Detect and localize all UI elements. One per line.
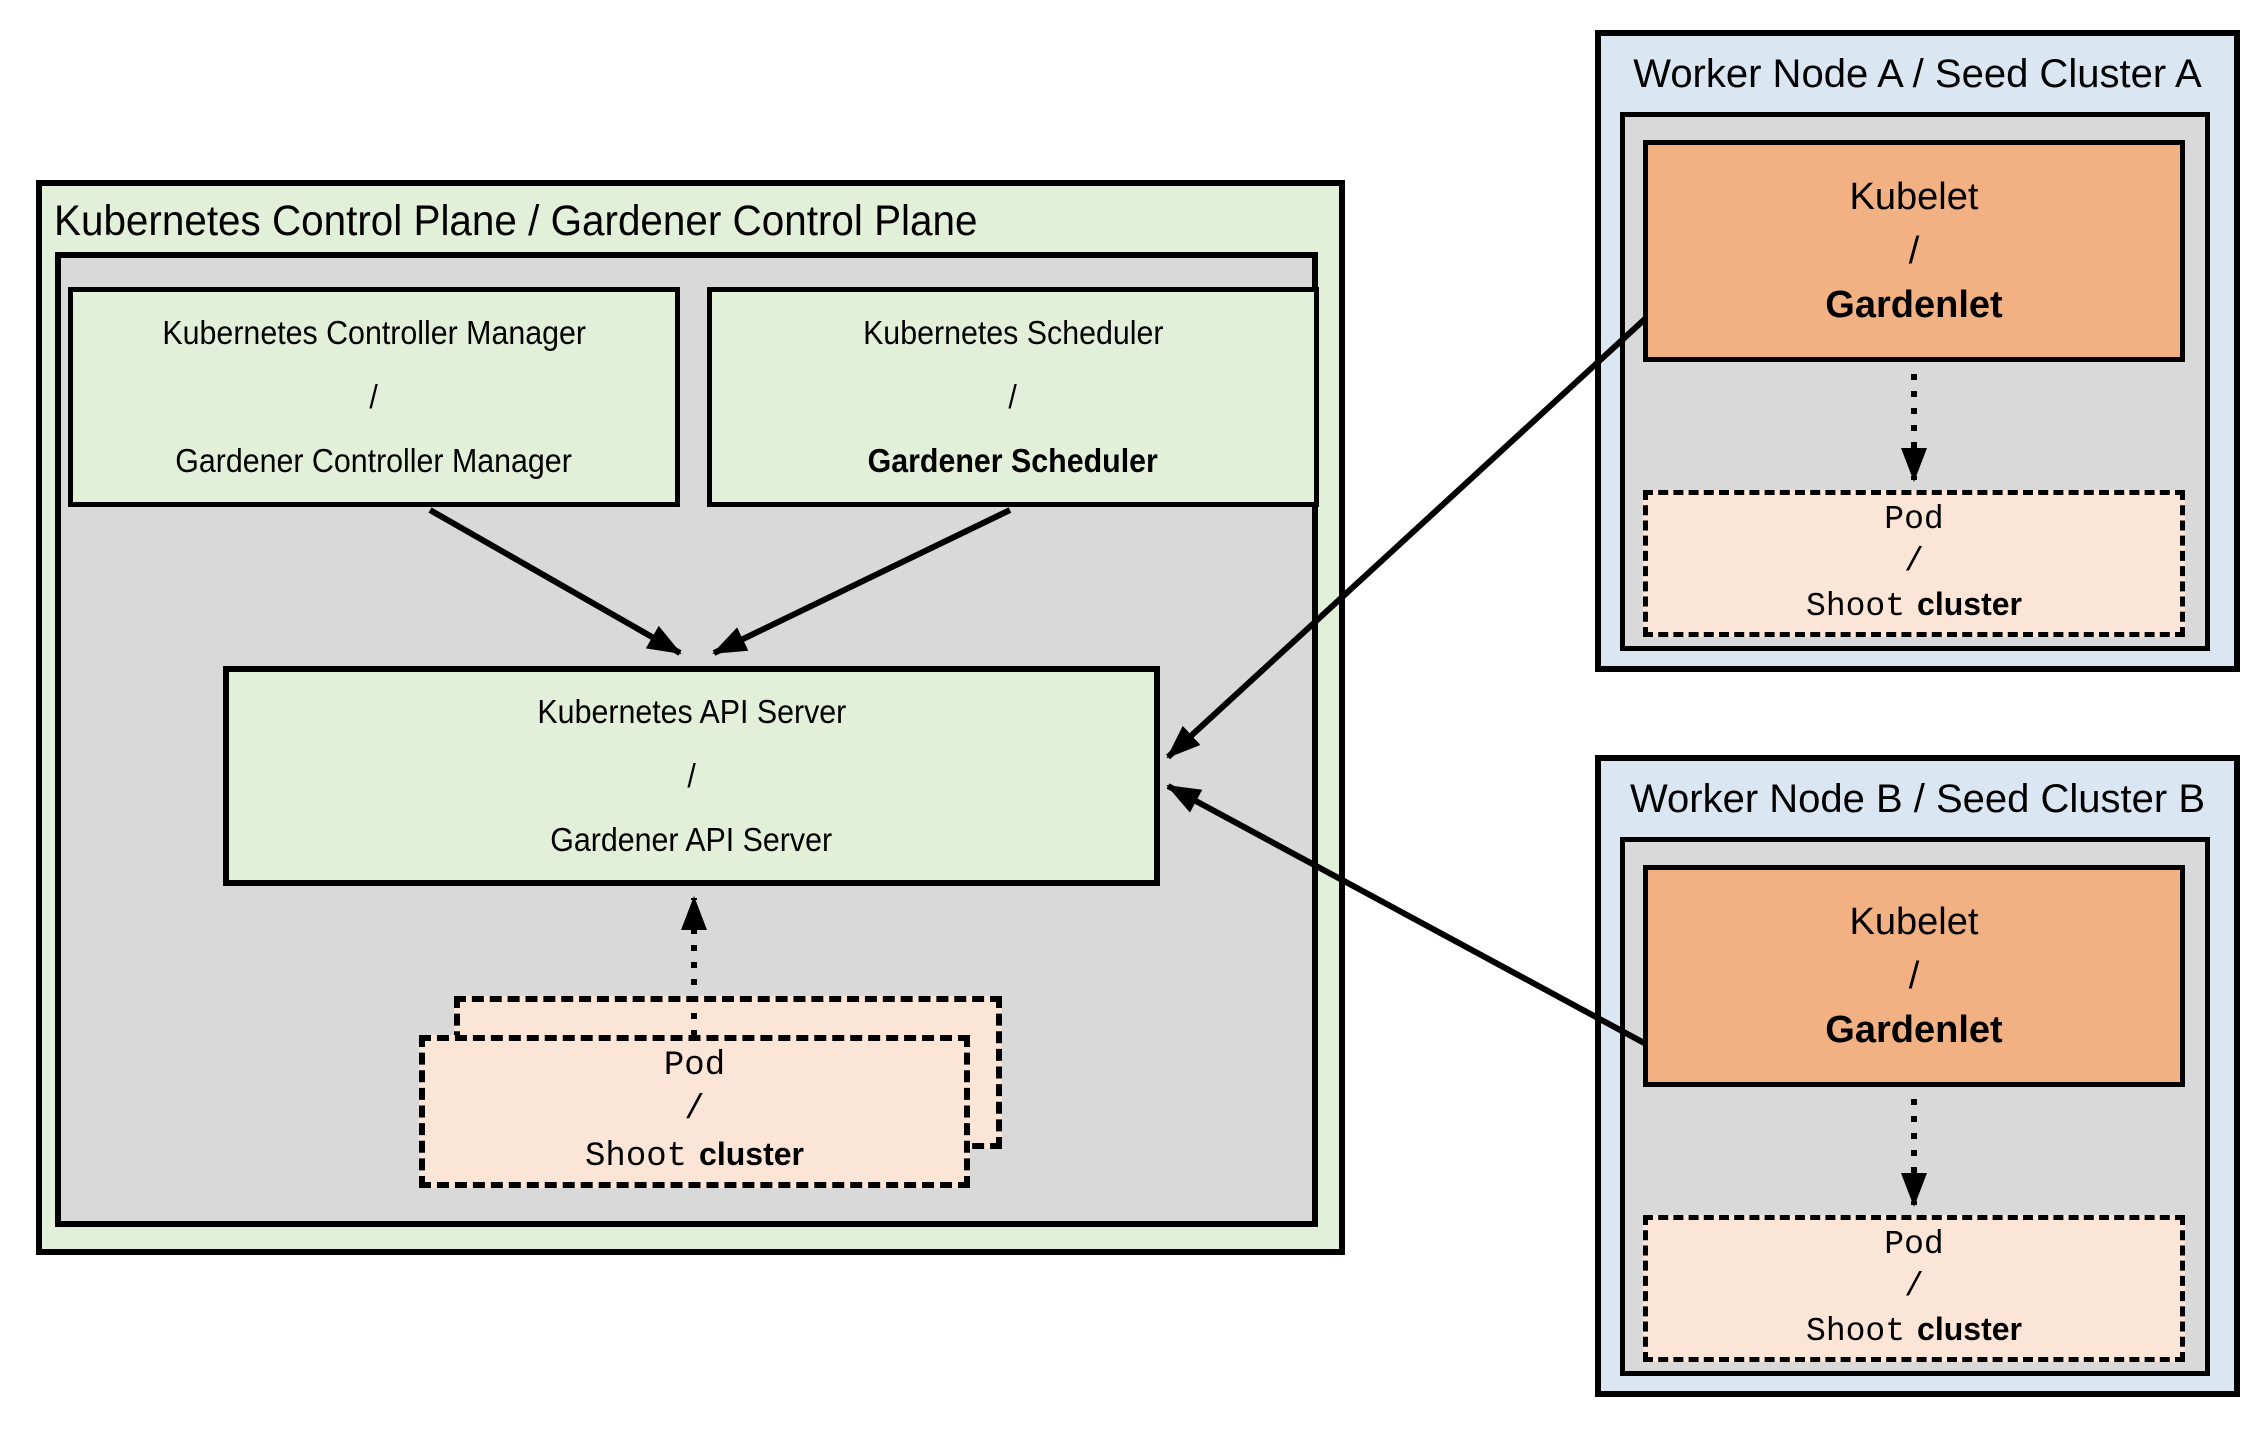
worker-node-b-pod-box: Pod / Shoot cluster [1643, 1215, 2185, 1362]
pod-b-line2-shoot: Shoot [1806, 1313, 1906, 1350]
controller-manager-sep: / [369, 378, 379, 415]
api-server-line2: Gardener API Server [550, 821, 833, 858]
pod-a-line2: Shoot cluster [1806, 583, 2022, 628]
kubelet-b-sep: / [1908, 955, 1920, 997]
worker-node-b-title: Worker Node B / Seed Cluster B [1629, 776, 2206, 821]
controller-manager-box: Kubernetes Controller Manager / Gardener… [68, 287, 680, 507]
pod-b-sep: / [1904, 1268, 1924, 1305]
control-plane-inner-box: Kubernetes Controller Manager / Gardener… [55, 252, 1319, 1227]
control-plane-title: Kubernetes Control Plane / Gardener Cont… [54, 190, 1036, 252]
pod-b-line2-cluster: cluster [1917, 1311, 2022, 1347]
controller-manager-line2: Gardener Controller Manager [175, 442, 573, 479]
scheduler-sep: / [1008, 378, 1018, 415]
kubelet-a-line1: Kubelet [1849, 176, 1979, 218]
pod-sep: / [684, 1091, 705, 1129]
worker-node-b-inner-box: Kubelet / Gardenlet Pod / Shoot cluster [1620, 837, 2210, 1376]
worker-node-b-box: Worker Node B / Seed Cluster B Kubelet /… [1595, 755, 2240, 1397]
controller-manager-line1: Kubernetes Controller Manager [162, 314, 586, 351]
api-server-sep: / [687, 757, 696, 794]
control-plane-title-text: Kubernetes Control Plane / Gardener Cont… [54, 196, 978, 245]
scheduler-line1: Kubernetes Scheduler [862, 314, 1164, 351]
worker-node-a-box: Worker Node A / Seed Cluster A Kubelet /… [1595, 30, 2240, 672]
pod-line1: Pod [663, 1047, 726, 1085]
pod-a-line2-shoot: Shoot [1806, 588, 1906, 625]
pod-a-line1: Pod [1884, 501, 1944, 538]
worker-node-a-kubelet-box: Kubelet / Gardenlet [1643, 140, 2185, 362]
pod-line2: Shoot cluster [585, 1132, 804, 1179]
kubelet-b-line2: Gardenlet [1825, 1009, 2003, 1051]
scheduler-box: Kubernetes Scheduler / Gardener Schedule… [707, 287, 1319, 507]
kubelet-a-line2: Gardenlet [1825, 284, 2003, 326]
kubelet-b-line1: Kubelet [1849, 901, 1979, 943]
worker-node-a-pod-box: Pod / Shoot cluster [1643, 490, 2185, 637]
pod-b-line2: Shoot cluster [1806, 1308, 2022, 1353]
worker-node-b-kubelet-box: Kubelet / Gardenlet [1643, 865, 2185, 1087]
pod-a-line2-cluster: cluster [1917, 586, 2022, 622]
worker-node-a-inner-box: Kubelet / Gardenlet Pod / Shoot cluster [1620, 112, 2210, 651]
api-server-line1: Kubernetes API Server [537, 693, 846, 730]
kubelet-a-sep: / [1908, 230, 1920, 272]
api-server-box: Kubernetes API Server / Gardener API Ser… [223, 666, 1160, 886]
pod-shoot-cluster-box: Pod / Shoot cluster [419, 1035, 970, 1188]
pod-line2-cluster: cluster [699, 1136, 804, 1172]
pod-line2-shoot: Shoot [585, 1138, 688, 1176]
scheduler-line2: Gardener Scheduler [867, 442, 1159, 479]
pod-a-sep: / [1904, 543, 1924, 580]
control-plane-box: Kubernetes Control Plane / Gardener Cont… [36, 180, 1345, 1255]
worker-node-a-title: Worker Node A / Seed Cluster A [1633, 51, 2202, 96]
pod-b-line1: Pod [1884, 1226, 1944, 1263]
